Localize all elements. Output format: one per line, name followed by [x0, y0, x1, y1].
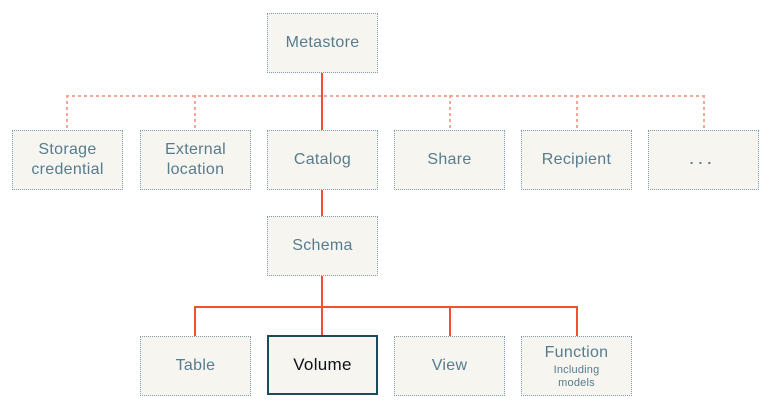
node-metastore: Metastore [267, 13, 378, 73]
node-schema: Schema [267, 216, 378, 276]
node-catalog: Catalog [267, 130, 378, 190]
connector-to-share [449, 95, 451, 130]
node-catalog-label: Catalog [293, 151, 352, 168]
connector-to-function [576, 306, 578, 336]
connector-metastore-children-rail [66, 95, 705, 97]
node-recipient-label: Recipient [541, 151, 612, 168]
node-storage-credential: Storage credential [12, 130, 123, 190]
node-volume-label: Volume [293, 355, 352, 375]
node-external-location-label: External location [164, 141, 227, 178]
node-more: ... [648, 130, 759, 190]
node-view: View [394, 336, 505, 396]
node-metastore-label: Metastore [285, 34, 360, 51]
node-more-label: ... [689, 151, 717, 168]
connector-to-table [194, 306, 196, 336]
connector-to-recipient [576, 95, 578, 130]
node-function: Function Including models [521, 336, 632, 396]
connector-to-more [703, 95, 705, 130]
node-recipient: Recipient [521, 130, 632, 190]
node-external-location: External location [140, 130, 251, 190]
node-view-label: View [431, 357, 468, 374]
connector-metastore-catalog [321, 73, 323, 130]
node-volume: Volume [267, 335, 378, 395]
connector-catalog-schema [321, 190, 323, 216]
connector-to-external-location [194, 95, 196, 130]
connector-to-storage-credential [66, 95, 68, 130]
node-storage-credential-label: Storage credential [31, 141, 104, 178]
node-schema-label: Schema [292, 237, 353, 254]
node-function-label: Function [544, 343, 609, 361]
node-table-label: Table [175, 357, 216, 374]
connector-to-view [449, 306, 451, 336]
node-share-label: Share [427, 151, 472, 168]
connector-schema-children-rail [195, 306, 577, 308]
node-share: Share [394, 130, 505, 190]
node-table: Table [140, 336, 251, 396]
node-function-sublabel: Including models [553, 363, 600, 389]
